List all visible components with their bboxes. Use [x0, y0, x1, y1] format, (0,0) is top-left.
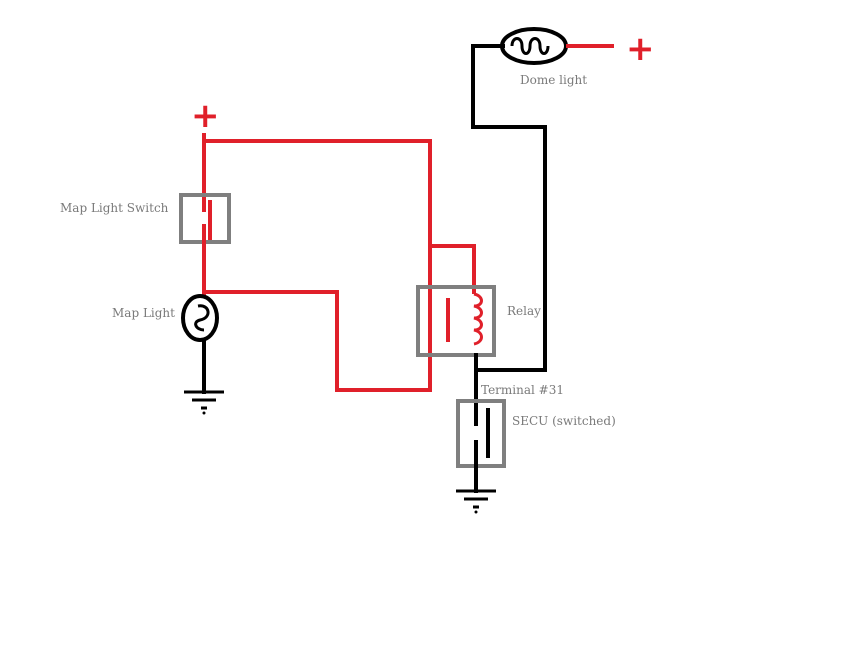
- dome-light: [500, 27, 568, 65]
- map-light-ground-symbol: [184, 390, 224, 415]
- dome-positive-symbol: +: [626, 29, 655, 69]
- map-light-lamp: [181, 294, 219, 342]
- relay-coil: [473, 292, 483, 346]
- dome-ground-wire: [471, 44, 547, 372]
- terminal-label: Terminal #31: [481, 383, 564, 397]
- relay-box: [416, 285, 496, 357]
- dome-light-label: Dome light: [520, 73, 587, 87]
- positive-supply-wire: [202, 133, 432, 392]
- secu-box: [456, 399, 506, 468]
- secu-contacts: [474, 404, 490, 464]
- secu-ground-symbol: [456, 489, 496, 514]
- map-light-label: Map Light: [112, 306, 175, 320]
- relay-label: Relay: [507, 304, 541, 318]
- secu-label: SECU (switched): [512, 414, 616, 428]
- map-light-switch-label: Map Light Switch: [60, 201, 169, 215]
- relay-coil-feed-wire: [428, 244, 476, 294]
- map-positive-symbol: +: [191, 96, 220, 136]
- switch-contacts: [202, 200, 212, 240]
- relay-contacts: [428, 290, 450, 352]
